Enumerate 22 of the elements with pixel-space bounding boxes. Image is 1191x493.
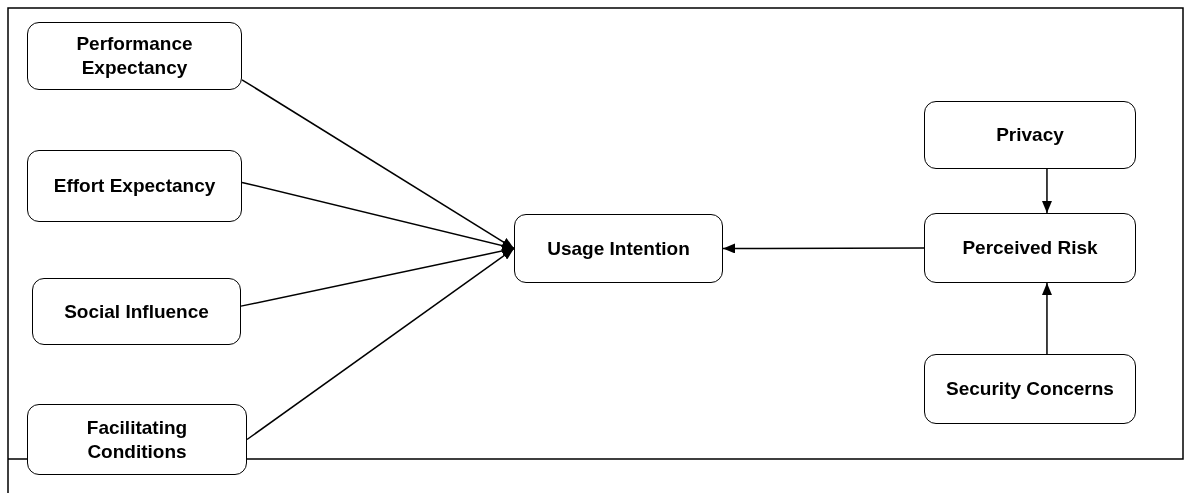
arrow	[240, 246, 515, 307]
node-label: Facilitating Conditions	[85, 415, 189, 464]
arrow	[1041, 282, 1052, 355]
node-label: Performance Expectancy	[75, 32, 194, 80]
construct-box	[514, 214, 723, 283]
node-label: Effort Expectancy	[52, 174, 217, 198]
node-label: Security Concerns	[945, 377, 1115, 401]
arrow	[722, 243, 925, 254]
node-label: Perceived Risk	[961, 236, 1099, 260]
construct-box	[924, 354, 1136, 424]
construct-box	[27, 404, 247, 475]
construct-box	[27, 150, 242, 222]
node-label: Usage Intention	[546, 236, 691, 261]
node-label: Privacy	[995, 123, 1065, 147]
construct-box	[924, 101, 1136, 169]
arrow	[241, 79, 515, 250]
construct-box	[32, 278, 241, 345]
arrow	[246, 247, 515, 441]
node-label: Social Influence	[63, 299, 210, 324]
arrow	[1041, 168, 1052, 214]
construct-box	[27, 22, 242, 90]
construct-box	[924, 213, 1136, 283]
